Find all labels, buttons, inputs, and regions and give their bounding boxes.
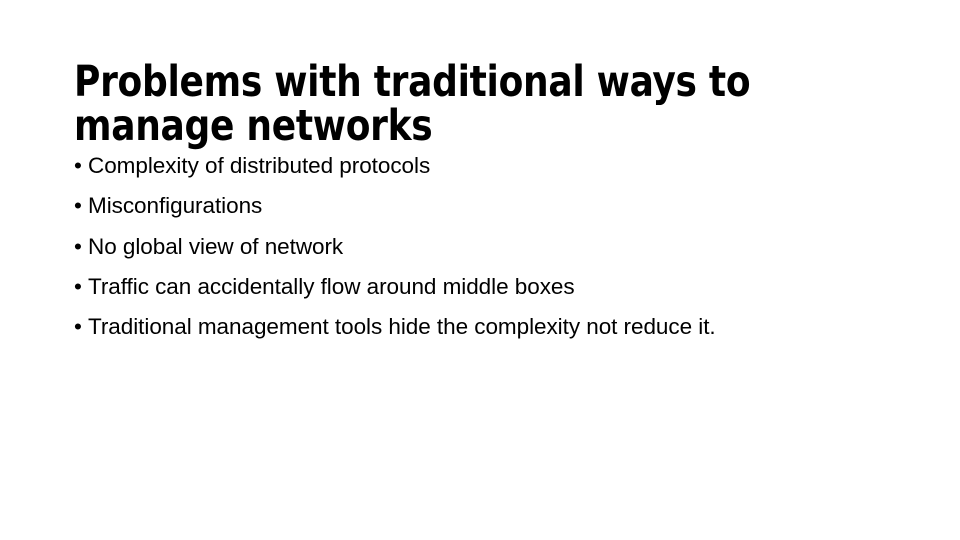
bullet-point-icon: •: [74, 153, 82, 178]
bullet-item-5: •Traditional management tools hide the c…: [74, 307, 894, 347]
bullet-point-icon: •: [74, 193, 82, 219]
bullet-item-3: •No global view of network: [74, 227, 894, 267]
bullet-item-label: No global view of network: [88, 233, 344, 259]
bullet-item-label: Traffic can accidentally flow around mid…: [88, 273, 575, 299]
bullet-item-label: Complexity of distributed protocols: [88, 153, 431, 178]
bullet-item-1: •Complexity of distributed protocols: [74, 146, 894, 186]
bullet-item-4: •Traffic can accidentally flow around mi…: [74, 267, 894, 307]
bullet-point-icon: •: [74, 314, 82, 340]
slide-title: Problems with traditional ways to manage…: [74, 56, 751, 151]
bullet-list: •Complexity of distributed protocols •Mi…: [74, 146, 894, 347]
bullet-item-2: •Misconfigurations: [74, 186, 894, 226]
bullet-point-icon: •: [74, 233, 82, 259]
bullet-item-label: Misconfigurations: [88, 193, 263, 219]
bullet-point-icon: •: [74, 273, 82, 299]
bullet-item-label: Traditional management tools hide the co…: [88, 314, 716, 340]
